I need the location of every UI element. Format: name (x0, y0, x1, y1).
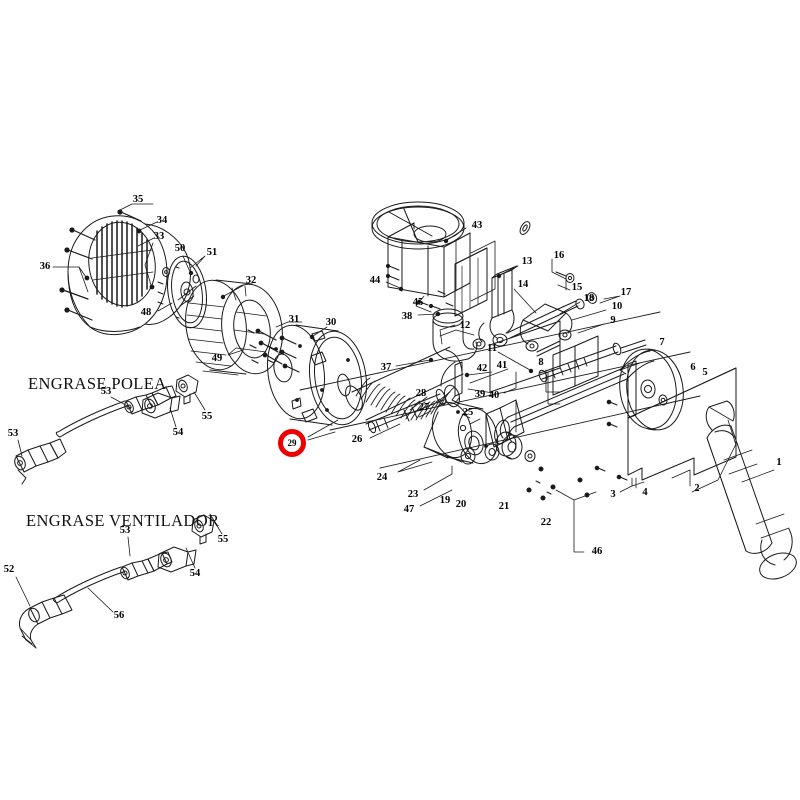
section-title: ENGRASE VENTILADOR (26, 511, 220, 530)
callout-number: 22 (540, 516, 552, 528)
leaders-auger (369, 357, 434, 439)
callout-number: 37 (380, 361, 392, 373)
callout-number: 54 (172, 426, 184, 438)
callout-number: 55 (201, 410, 213, 422)
callout-number: 11 (487, 342, 497, 354)
highlighted-part-badge[interactable]: 29 (278, 429, 306, 457)
auger-shaft (365, 384, 460, 434)
callout-number: 14 (517, 278, 529, 290)
callout-number: 10 (611, 300, 623, 312)
callout-number: 34 (156, 214, 168, 226)
leaders-rods (497, 351, 561, 393)
blower-body (267, 324, 367, 426)
callout-number: 16 (553, 249, 565, 261)
rear-panel (627, 367, 737, 481)
engrase-ventilador-assembly (19, 514, 215, 649)
leaders-ventilador (15, 513, 223, 613)
leaders-housing (52, 203, 158, 293)
callout-number: 28 (415, 387, 427, 399)
leaders-pto (691, 443, 775, 493)
callout-number: 55 (217, 533, 229, 545)
callout-number: 46 (591, 545, 603, 557)
callout-number: 38 (401, 310, 413, 322)
main-frame (299, 311, 701, 469)
callout-number: 47 (403, 503, 415, 515)
inlet-hardware (157, 266, 180, 319)
callout-number: 20 (455, 498, 467, 510)
leaders-panel (619, 469, 691, 493)
callout-number: 26 (351, 433, 363, 445)
housing-bolts (59, 209, 142, 321)
callout-number: 13 (521, 255, 533, 267)
callout-number: 21 (498, 500, 510, 512)
callout-number: 49 (211, 352, 223, 364)
hydraulic-cylinder (472, 265, 598, 350)
section-title: ENGRASE POLEA (28, 374, 167, 393)
discharge-elbow (432, 308, 478, 387)
callout-number: 8 (538, 356, 544, 368)
leader-46 (555, 489, 597, 553)
callout-number: 15 (571, 281, 583, 293)
leaders-polea (17, 391, 206, 457)
callout-number: 45 (412, 296, 424, 308)
callout-number: 24 (376, 471, 388, 483)
callout-number: 50 (174, 242, 186, 254)
leaders-wheel (220, 284, 245, 356)
callout-number: 12 (459, 319, 471, 331)
callout-number: 43 (471, 219, 483, 231)
cylinder-linkage (519, 303, 573, 357)
callout-number: 17 (620, 286, 632, 298)
callout-number: 56 (113, 609, 125, 621)
callout-number: 30 (325, 316, 337, 328)
drive-pulley (619, 348, 684, 431)
callout-number: 6 (690, 361, 696, 373)
callout-number: 27 (418, 401, 430, 413)
callout-number: 25 (462, 406, 474, 418)
callout-number: 19 (439, 494, 451, 506)
engrase-polea-assembly (14, 374, 199, 485)
fan-housing-scroll (67, 215, 191, 335)
idler-pulleys (460, 419, 536, 465)
callout-number: 33 (153, 230, 165, 242)
highlighted-part-number: 29 (287, 437, 297, 448)
leaders-elbow (417, 311, 456, 345)
callout-number: 36 (39, 260, 51, 272)
callout-number: 5 (702, 366, 708, 378)
callout-number: 54 (189, 567, 201, 579)
callout-number: 51 (206, 246, 218, 258)
callout-number: 53 (7, 427, 19, 439)
callout-number: 18 (583, 292, 595, 304)
callout-number: 48 (140, 306, 152, 318)
callout-number: 52 (3, 563, 15, 575)
callout-number: 32 (245, 274, 257, 286)
leaders-body (275, 321, 339, 441)
misc-small-parts (519, 221, 575, 283)
callout-number: 7 (659, 336, 665, 348)
hopper-funnel (371, 201, 496, 317)
leaders-cylinder (439, 258, 621, 337)
hopper-hardware (385, 263, 454, 310)
callout-number: 41 (496, 359, 508, 371)
pto-shaft (705, 400, 797, 580)
leaders-gearbox (397, 413, 481, 507)
leaders-hopper (385, 227, 467, 313)
callout-number: 2 (694, 482, 700, 494)
callout-number: 35 (132, 193, 144, 205)
callout-number: 3 (610, 488, 616, 500)
callout-number: 40 (488, 389, 500, 401)
callout-number: 44 (369, 274, 381, 286)
callout-number: 31 (288, 313, 300, 325)
callout-number: 39 (474, 388, 486, 400)
callout-number: 53 (100, 385, 112, 397)
drive-belt (499, 350, 655, 443)
callout-number: 53 (119, 524, 131, 536)
callout-number: 23 (407, 488, 419, 500)
callout-number: 9 (610, 314, 616, 326)
body-studs (247, 328, 283, 365)
callout-number: 1 (776, 456, 782, 468)
callout-number: 4 (642, 486, 648, 498)
callout-number: 42 (476, 362, 488, 374)
leaders-inlet (157, 255, 206, 312)
